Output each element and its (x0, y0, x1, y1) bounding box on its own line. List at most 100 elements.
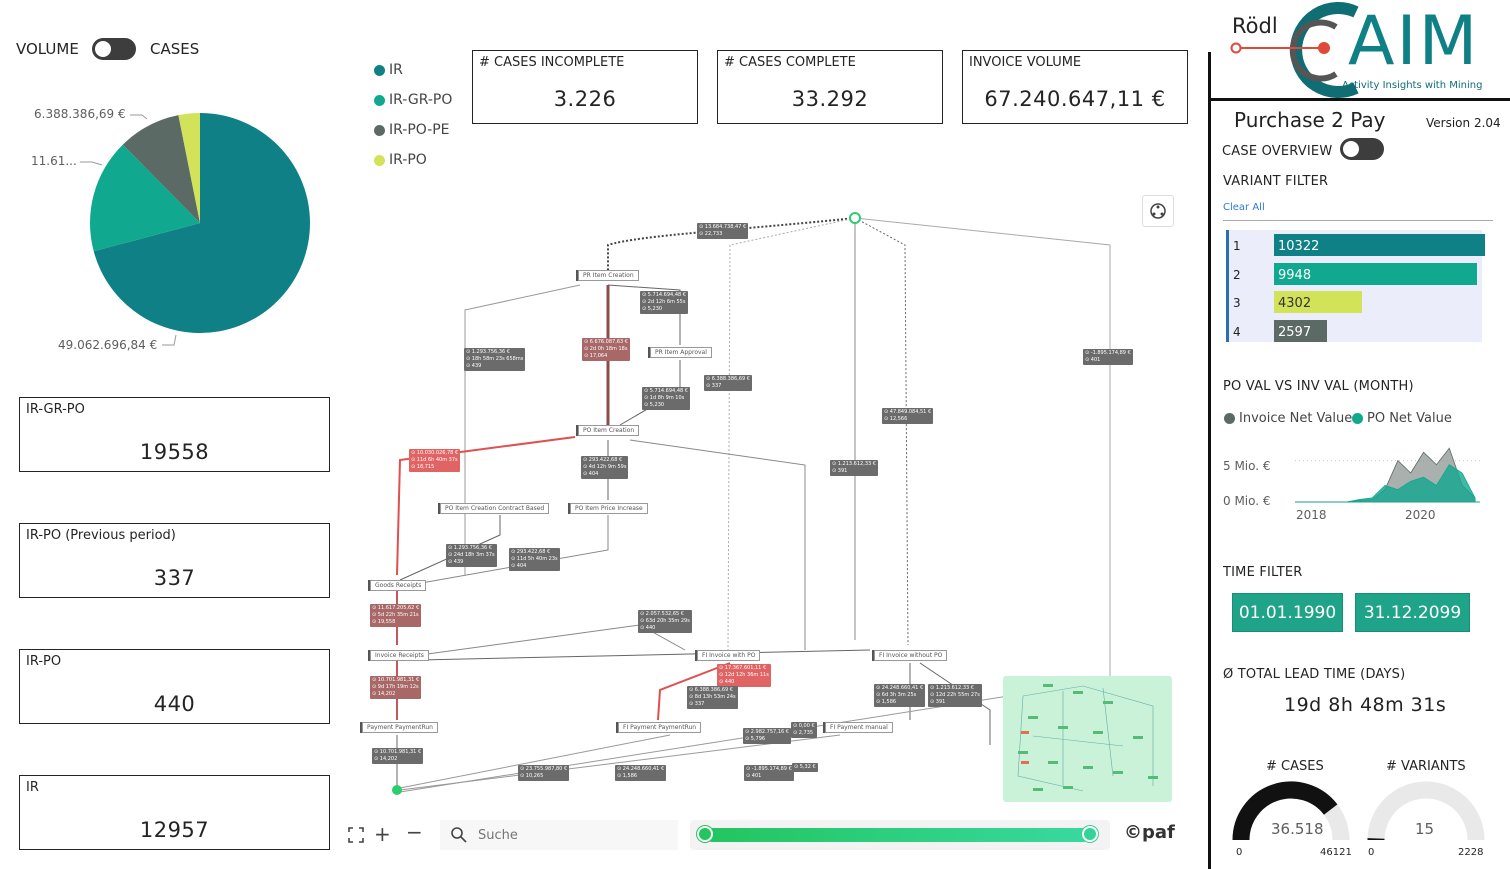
sidebar-divider (1208, 52, 1211, 869)
date-to-button[interactable]: 31.12.2099 (1355, 593, 1470, 632)
po-legend-invoice[interactable]: Invoice Net Value (1224, 411, 1352, 426)
zoom-in-icon[interactable]: + (374, 822, 391, 846)
edge-stat: ⊙ 293.422,68 € ⊙ 11d 5h 40m 23s ⊙ 404 (509, 548, 560, 571)
kpi-value: 33.292 (791, 87, 869, 111)
y-tick-label: 5 Mio. € (1223, 459, 1271, 473)
edge-stat: ⊙ 5,32 € (792, 763, 818, 772)
edge-stat: ⊙ 0,00 € ⊙ 2,735 (791, 722, 817, 738)
node-pr-item-creation[interactable]: PR Item Creation (578, 270, 639, 281)
gauges (1232, 781, 1485, 841)
edge-stat: ⊙ 1.293.756,36 € ⊙ 24d 18h 3m 37s ⊙ 439 (446, 544, 497, 567)
process-minimap[interactable] (1003, 676, 1172, 802)
volume-cases-toggle[interactable] (92, 38, 136, 60)
node-po-item-creation[interactable]: PO Item Creation (578, 425, 640, 436)
legend-item-ir-po[interactable]: IR-PO (374, 152, 427, 168)
slider-track (705, 828, 1090, 842)
clear-all-link[interactable]: Clear All (1223, 202, 1265, 213)
slider-handle-left[interactable] (697, 826, 713, 842)
edge-stat: ⊙ 11.617.205,62 € ⊙ 5d 22h 35m 21s ⊙ 19,… (370, 604, 422, 627)
search-box[interactable] (440, 820, 678, 850)
process-map[interactable]: PR Item Creation PR Item Approval PO Ite… (340, 190, 1200, 810)
node-po-item-creation-contract[interactable]: PO Item Creation Contract Based (440, 503, 550, 514)
variant-bar-2[interactable] (1274, 262, 1478, 285)
gauge-cases-min: 0 (1236, 847, 1243, 858)
pie-leader-3 (162, 334, 177, 346)
legend-item-ir-gr-po[interactable]: IR-GR-PO (374, 92, 452, 108)
edge-stat: ⊙ 1.213.612,33 € ⊙ 391 (830, 460, 878, 476)
pie-label-3: 49.062.696,84 € (58, 338, 158, 352)
slider-handle-right[interactable] (1082, 826, 1098, 842)
variant-bar-4[interactable] (1274, 319, 1328, 342)
variant-filter-label: VARIANT FILTER (1223, 174, 1329, 189)
legend-item-ir-po-pe[interactable]: IR-PO-PE (374, 122, 450, 138)
gauge-variants-max: 2228 (1458, 847, 1484, 858)
node-pr-item-approval[interactable]: PR Item Approval (650, 347, 712, 358)
y-tick-label: 0 Mio. € (1223, 494, 1271, 508)
variant-value: 2597 (1278, 324, 1312, 340)
card-label: IR-PO (Previous period) (26, 528, 176, 543)
legend-dot (1224, 413, 1235, 424)
paf-logo: ©paf (1124, 822, 1175, 843)
end-node[interactable] (392, 785, 402, 795)
edge-stat: ⊙ 17.367.601,11 € ⊙ 12d 12h 36m 11s ⊙ 44… (717, 664, 771, 687)
area-series-po[interactable] (1295, 464, 1476, 503)
edge-stat: ⊙ 13.684.738,47 € ⊙ 22,733 (697, 223, 749, 239)
detail-slider[interactable] (690, 820, 1110, 850)
edge-stat: ⊙ -1.895.174,89 € ⊙ 401 (1083, 349, 1133, 365)
card-ir-gr-po: IR-GR-PO 19558 (19, 397, 330, 472)
case-overview-label: CASE OVERVIEW (1222, 144, 1333, 159)
kpi-label: # CASES COMPLETE (724, 55, 856, 70)
date-from-button[interactable]: 01.01.1990 (1232, 593, 1343, 632)
node-fi-invoice-with-po[interactable]: FI Invoice with PO (697, 650, 761, 661)
legend-item-ir[interactable]: IR (374, 62, 403, 78)
edge-stat: ⊙ 47.849.084,51 € ⊙ 12,566 (882, 408, 934, 424)
start-node[interactable] (849, 212, 861, 224)
fullscreen-icon[interactable] (346, 825, 366, 845)
card-label: IR (26, 780, 39, 795)
variant-filter-rule (1223, 220, 1493, 221)
case-overview-toggle[interactable] (1340, 138, 1384, 160)
pie-slice-ir-gr-po[interactable] (89, 144, 200, 252)
node-fi-invoice-without-po[interactable]: FI Invoice without PO (874, 650, 948, 661)
edge-stat: ⊙ 2.982.757,16 € ⊙ 5,796 (743, 728, 791, 744)
legend-dot (374, 124, 385, 136)
search-input[interactable] (478, 825, 658, 845)
node-fi-payment-paymentrun[interactable]: FI Payment PaymentRun (618, 722, 702, 733)
caim-logo (1230, 2, 1359, 98)
pie-slice-ir[interactable] (93, 113, 310, 333)
time-filter-label: TIME FILTER (1223, 565, 1303, 580)
node-goods-receipts[interactable]: Goods Receipts (370, 580, 427, 591)
node-po-item-price-increase[interactable]: PO Item Price Increase (570, 503, 648, 514)
pie-label-1: 6.388.386,69 € (34, 107, 126, 121)
edge-stat: ⊙ 6.388.386,69 € ⊙ 337 (704, 375, 752, 391)
legend-dot (374, 64, 385, 76)
app-version: Version 2.04 (1426, 116, 1501, 130)
pie-leader-1 (130, 114, 148, 120)
legend-label: PO Net Value (1367, 411, 1452, 426)
card-value: 12957 (139, 818, 210, 842)
po-legend-po[interactable]: PO Net Value (1352, 411, 1452, 426)
volume-label: VOLUME (16, 40, 79, 58)
edge-stat: ⊙ 5.714.694,48 € ⊙ 1d 8h 9m 10s ⊙ 5,230 (642, 387, 690, 410)
edge-stat: ⊙ 2.057.532,65 € ⊙ 63d 20h 35m 29s ⊙ 440 (638, 610, 692, 633)
variant-bar-1[interactable] (1274, 234, 1485, 256)
zoom-out-icon[interactable]: − (406, 820, 423, 844)
gauge-fill (1232, 781, 1338, 841)
minimap-graph (1017, 684, 1158, 792)
node-payment-paymentrun[interactable]: Payment PaymentRun (362, 722, 438, 733)
card-value: 19558 (139, 440, 210, 464)
kpi-invoice-volume: INVOICE VOLUME 67.240.647,11 € (962, 50, 1188, 124)
node-invoice-receipts[interactable]: Invoice Receipts (370, 650, 429, 661)
pie-slice-ir-po-pe[interactable] (122, 115, 200, 223)
fit-view-icon[interactable] (1142, 195, 1174, 227)
pie-slice-ir-po[interactable] (178, 113, 200, 223)
legend-label: IR (389, 62, 403, 78)
node-fi-payment-manual[interactable]: FI Payment manual (825, 722, 893, 733)
edge-stat: ⊙ 10.701.981,31 € ⊙ 9d 17h 19m 12s ⊙ 14,… (370, 676, 422, 699)
card-ir-po: IR-PO 440 (19, 649, 330, 724)
variant-value: 4302 (1278, 296, 1312, 311)
variant-value: 10322 (1278, 239, 1320, 254)
variant-bar-3[interactable] (1274, 291, 1362, 313)
legend-label: IR-GR-PO (389, 92, 453, 108)
gauge-variants-title: # VARIANTS (1386, 759, 1466, 774)
